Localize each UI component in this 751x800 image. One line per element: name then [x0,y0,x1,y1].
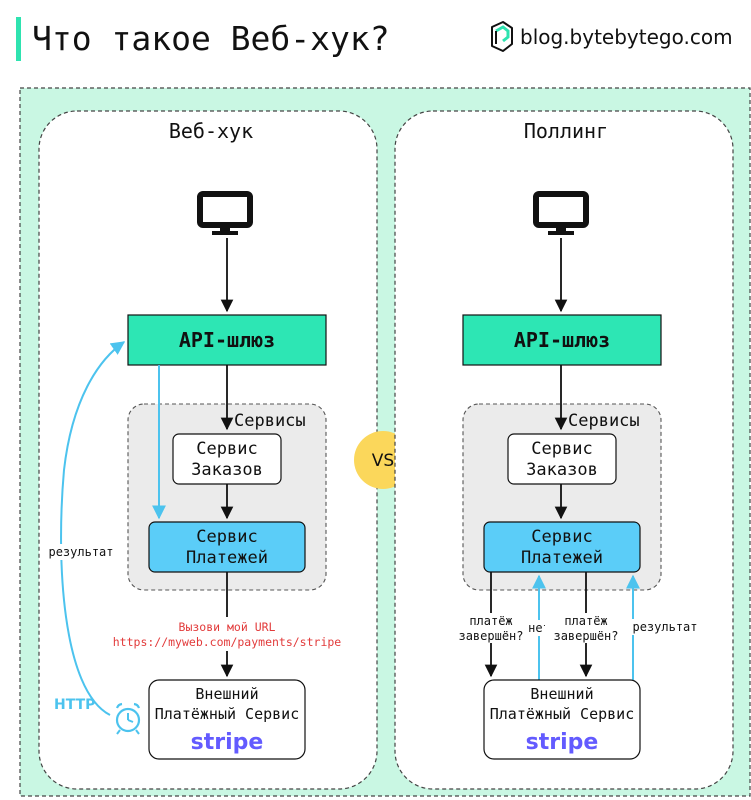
vs-label: VS [372,451,394,471]
webhook-order-service-line1: Сервис [196,439,257,459]
polling-api-gateway-label: API-шлюз [514,328,610,352]
polling-external-service-box [483,679,641,760]
call-url-line2: https://myweb.com/payments/stripe [113,635,342,649]
polling-panel-title: Поллинг [524,119,608,143]
call-url-label-bg [110,617,344,651]
polling-result-label-bg [628,619,702,635]
webhook-payment-service-line1: Сервис [196,527,257,547]
polling-external-service-line2: Платёжный Сервис [490,705,635,723]
brand-url: blog.bytebytego.com [520,25,733,49]
call-url-line1: Вызови мой URL [179,620,276,634]
result-label-bg [44,544,118,560]
bytebytego-logo-icon [491,21,513,52]
polling-question1-line2: завершён? [458,629,523,643]
alarm-clock-icon [115,702,141,735]
webhook-stripe-logo: stripe [191,730,264,755]
webhook-api-gateway-label: API-шлюз [179,328,275,352]
page-title: Что такое Веб-хук? [32,19,390,58]
webhook-external-service-line1: Внешний [195,685,258,703]
webhook-payment-service-line2: Платежей [186,548,268,568]
polling-order-service-line1: Сервис [531,439,592,459]
client-monitor-icon [533,191,589,235]
question1-label-bg [450,613,532,643]
webhook-services-label: Сервисы [234,411,306,431]
client-monitor-icon [197,191,253,235]
polling-no-label: нет [528,621,550,635]
webhook-result-label: результат [48,545,113,559]
result-callback-curve [60,341,126,716]
polling-payment-service-line1: Сервис [531,527,592,547]
polling-question1-line1: платёж [469,614,512,628]
http-label: HTTP [54,697,95,713]
polling-stripe-logo: stripe [526,730,599,755]
polling-question2-line1: платёж [564,614,607,628]
polling-payment-service-box [483,521,641,573]
polling-order-service-box [507,433,617,485]
webhook-external-service-line2: Платёжный Сервис [155,705,300,723]
webhook-order-service-line2: Заказов [191,460,263,480]
question2-label-bg [545,613,627,643]
polling-question2-line2: завершён? [553,629,618,643]
polling-payment-service-line2: Платежей [521,548,603,568]
polling-services-label: Сервисы [568,411,640,431]
polling-result-label: результат [632,620,697,634]
polling-order-service-line2: Заказов [526,460,598,480]
webhook-panel-title: Веб-хук [169,119,253,143]
polling-api-gateway-box [462,314,662,366]
polling-external-service-line1: Внешний [530,685,593,703]
webhook-external-service-box [148,679,306,760]
title-accent-bar [16,17,21,61]
